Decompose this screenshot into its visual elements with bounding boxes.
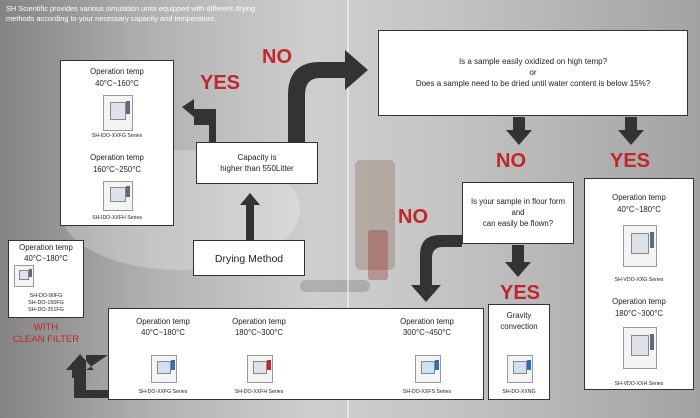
clean-series-2: SH-DO-150FG xyxy=(28,300,64,306)
do-col2-range: 180°C~300°C xyxy=(234,328,284,337)
do-col1-series: SH-DO-XXFG Series xyxy=(138,389,188,395)
arrow-capacity-no xyxy=(288,50,368,142)
intro-line-2: methods according to your necessary capa… xyxy=(6,14,217,23)
clean-op-range: 40°C~180°C xyxy=(24,254,68,263)
ido-op2-range: 160°C~250°C xyxy=(92,165,142,174)
ido-op2-title: Operation temp xyxy=(90,153,144,162)
gravity-line-1: Gravity xyxy=(506,311,532,320)
intro-line-1: SH Scientific provides various simulatio… xyxy=(6,4,256,13)
capacity-line-1: Capacity is xyxy=(237,153,277,162)
do-xxfh-unit-image xyxy=(247,355,273,383)
ido-series1-label: SH-IDO-XXFG Series xyxy=(91,133,143,139)
clean-op-title: Operation temp xyxy=(19,243,73,252)
oxidation-question-box: Is a sample easily oxidized on high temp… xyxy=(378,30,688,116)
label-yes-oxidized: YES xyxy=(610,150,651,172)
arrow-start-to-capacity xyxy=(240,193,260,240)
flour-line-2: and xyxy=(511,208,525,217)
vdo-op2-title: Operation temp xyxy=(612,297,666,306)
flour-line-3: can easily be flown? xyxy=(482,219,554,228)
ido-xxfh-unit-image xyxy=(103,181,133,211)
do-col3-title: Operation temp xyxy=(400,317,454,326)
do-xxfg-unit-image xyxy=(151,355,177,383)
vdo-series1-label: SH-VDO-XXG Series xyxy=(614,277,664,283)
arrow-top-no-down xyxy=(506,117,532,145)
ido-op1-range: 40°C~160°C xyxy=(95,79,139,88)
gravity-line-2: convection xyxy=(500,322,538,331)
oxidation-line-3: Does a sample need to be dried until wat… xyxy=(415,79,651,88)
do-col3-series: SH-DO-XXFS Series xyxy=(402,389,452,395)
arrow-top-yes-down xyxy=(618,117,644,145)
clean-filter-label-line-1: WITH xyxy=(33,322,59,333)
ido-series2-label: SH-IDO-XXFH Series xyxy=(92,215,142,221)
oxidation-line-2: or xyxy=(529,68,537,77)
vdo-series-box: Operation temp 40°C~180°C SH-VDO-XXG Ser… xyxy=(584,178,694,390)
do-xxfs-unit-image xyxy=(415,355,441,383)
clean-series-3: SH-DO-251FG xyxy=(28,307,64,313)
drying-method-label: Drying Method xyxy=(214,253,284,265)
label-yes-capacity: YES xyxy=(200,72,241,94)
vdo-op1-title: Operation temp xyxy=(612,193,666,202)
do-series-box: Operation temp 40°C~180°C SH-DO-XXFG Ser… xyxy=(108,308,484,400)
label-no-oxidized: NO xyxy=(496,150,526,172)
flour-question-box: Is your sample in flour form and can eas… xyxy=(462,182,574,244)
label-no-flour: NO xyxy=(398,206,428,228)
vdo-op2-range: 180°C~300°C xyxy=(614,309,664,318)
clean-filter-label-line-2: CLEAN FILTER xyxy=(12,334,80,345)
capacity-line-2: higher than 550Litter xyxy=(220,164,294,173)
capacity-question-box: Capacity is higher than 550Litter xyxy=(196,142,318,184)
label-yes-flour: YES xyxy=(500,282,541,304)
label-no-capacity: NO xyxy=(262,46,292,68)
clean-series-1: SH-DO-90FG xyxy=(29,293,63,299)
ido-series-box: Operation temp 40°C~160°C SH-IDO-XXFG Se… xyxy=(60,60,174,226)
flour-line-1: Is your sample in flour form xyxy=(470,197,566,206)
vdo-xxh-unit-image xyxy=(623,327,657,369)
oxidation-line-1: Is a sample easily oxidized on high temp… xyxy=(458,57,608,66)
vdo-op1-range: 40°C~180°C xyxy=(617,205,661,214)
intro-text: SH Scientific provides various simulatio… xyxy=(6,4,266,24)
do-col1-range: 40°C~180°C xyxy=(141,328,185,337)
do-col1-title: Operation temp xyxy=(136,317,190,326)
vdo-xxg-unit-image xyxy=(623,225,657,267)
gravity-unit-image xyxy=(507,355,533,383)
gravity-series-label: SH-DO-XXNG xyxy=(502,389,536,395)
do-col2-title: Operation temp xyxy=(232,317,286,326)
arrow-flour-yes-down xyxy=(505,245,531,277)
arrow-flour-no xyxy=(411,235,462,302)
clean-filter-unit-image xyxy=(14,265,34,287)
ido-xxfg-unit-image xyxy=(103,95,133,131)
do-col2-series: SH-DO-XXFH Series xyxy=(234,389,284,395)
ido-op1-title: Operation temp xyxy=(90,67,144,76)
gravity-convection-box: Gravity convection SH-DO-XXNG xyxy=(488,304,550,400)
arrow-bottom-to-filter xyxy=(66,354,110,398)
arrow-capacity-yes xyxy=(182,99,216,142)
drying-method-start-box: Drying Method xyxy=(193,240,305,276)
vdo-series2-label: SH-VDO-XXH Series xyxy=(614,381,664,387)
clean-filter-box: Operation temp 40°C~180°C SH-DO-90FG SH-… xyxy=(8,240,84,318)
do-col3-range: 300°C~450°C xyxy=(402,328,452,337)
